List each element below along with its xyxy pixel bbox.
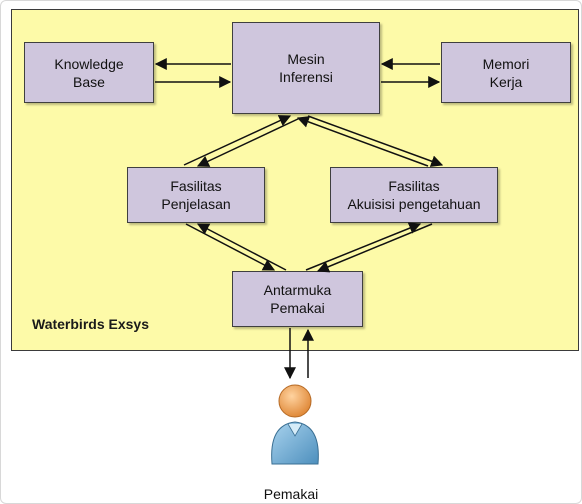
- memori-kerja-line-2: Kerja: [489, 73, 523, 90]
- knowledge-base-line-1: Knowledge: [54, 55, 124, 72]
- antarmuka-pemakai-line-2: Pemakai: [270, 300, 325, 316]
- fasilitas-akuisisi-line-2: Akuisisi pengetahuan: [347, 196, 481, 212]
- mesin-inferensi-line-1: Mesin: [287, 51, 325, 67]
- antarmuka-pemakai-line-1: Antarmuka: [263, 282, 332, 298]
- fasilitas-penjelasan-line-2: Penjelasan: [161, 196, 231, 212]
- fasilitas-penjelasan-line-1: Fasilitas: [170, 178, 222, 194]
- user-label: Pemakai: [263, 486, 319, 502]
- memori-kerja-box: Memori Kerja: [441, 42, 571, 103]
- fasilitas-penjelasan-box: Fasilitas Penjelasan: [127, 167, 265, 223]
- fasilitas-akuisisi-box: Fasilitas Akuisisi pengetahuan: [330, 167, 498, 223]
- antarmuka-pemakai-box: Antarmuka Pemakai: [232, 271, 363, 327]
- knowledge-base-line-2: Base: [73, 73, 105, 90]
- user-person-icon: [271, 384, 319, 465]
- fasilitas-akuisisi-line-1: Fasilitas: [388, 178, 440, 194]
- memori-kerja-line-1: Memori: [482, 55, 530, 72]
- mesin-inferensi-box: Mesin Inferensi: [232, 22, 380, 114]
- mesin-inferensi-line-2: Inferensi: [279, 69, 333, 85]
- system-label: Waterbirds Exsys: [32, 316, 149, 332]
- knowledge-base-box: Knowledge Base: [24, 42, 154, 103]
